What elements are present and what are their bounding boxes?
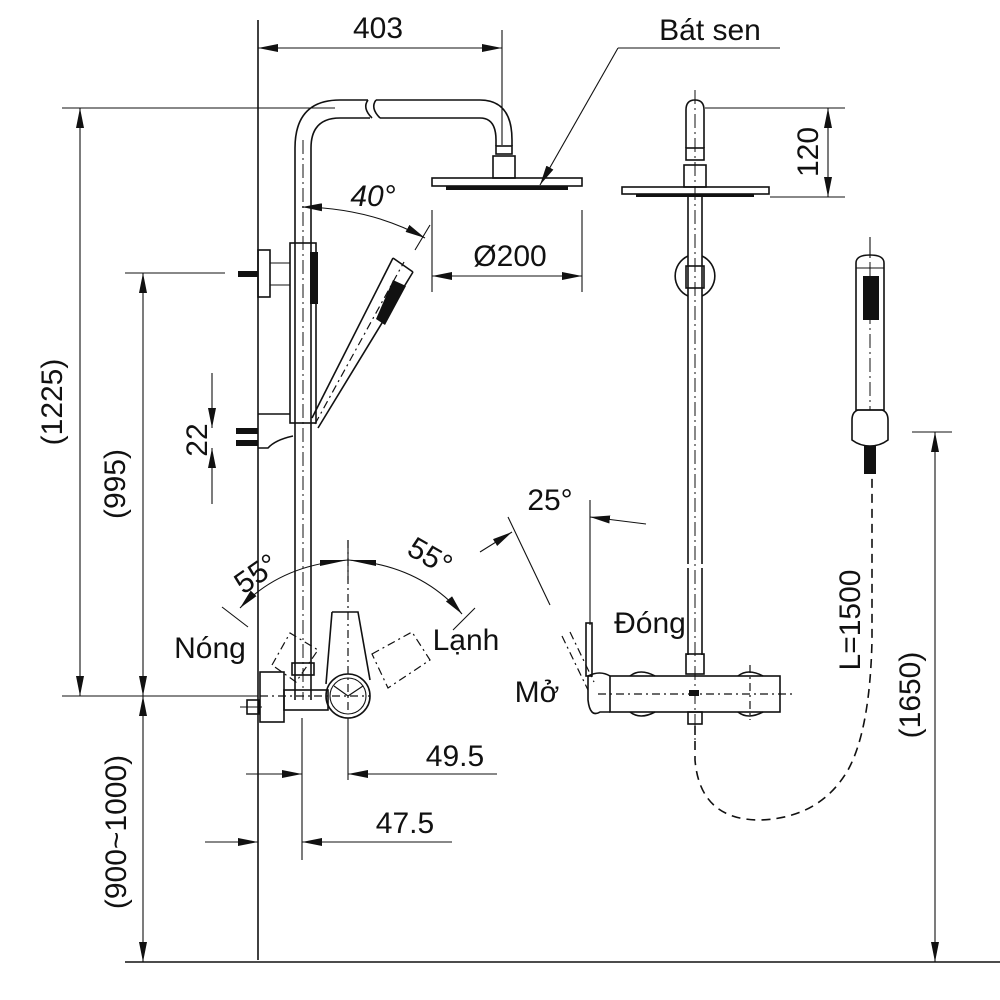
dimensions-front: 120 25° Đóng Mở: [479, 107, 845, 709]
dim-head-diameter: Ø200: [473, 240, 546, 273]
dim-holder-offset: 22: [181, 423, 214, 456]
label-cold: Lạnh: [433, 624, 500, 657]
upper-wall-bracket: [238, 242, 318, 424]
shower-head-side: [431, 177, 583, 190]
dimensions-right: (1650) L=1500: [834, 431, 952, 962]
dim-offset-a: 49.5: [426, 740, 484, 773]
label-shower-head: Bát sen: [659, 14, 761, 47]
dim-bracket-height: (995): [99, 449, 132, 519]
side-view: [62, 20, 1000, 963]
lower-holder: [236, 413, 294, 449]
dim-head-height: 120: [792, 127, 825, 177]
angle-hand-shower: 40°: [350, 180, 395, 213]
angle-lever: 25°: [527, 484, 572, 517]
dim-arm-reach: 403: [353, 12, 403, 45]
label-open: Mở: [515, 676, 560, 709]
angle-hot: 55°: [229, 548, 285, 601]
dim-hose-length: L=1500: [834, 570, 867, 671]
label-close: Đóng: [614, 607, 686, 640]
dim-mixer-height: (900~1000): [100, 755, 133, 909]
dimensions-left: 403 Bát sen (1225) (995) 22 (900~1000) 4…: [36, 12, 780, 962]
label-hot: Nóng: [174, 632, 246, 665]
dim-hand-shower-height: (1650): [894, 652, 927, 739]
hand-shower-front: [851, 237, 889, 474]
front-view: [561, 90, 873, 821]
hand-shower-angled: [311, 257, 414, 429]
dim-total-height: (1225): [36, 359, 69, 446]
dim-offset-b: 47.5: [376, 807, 434, 840]
mixer-side: [240, 540, 431, 780]
